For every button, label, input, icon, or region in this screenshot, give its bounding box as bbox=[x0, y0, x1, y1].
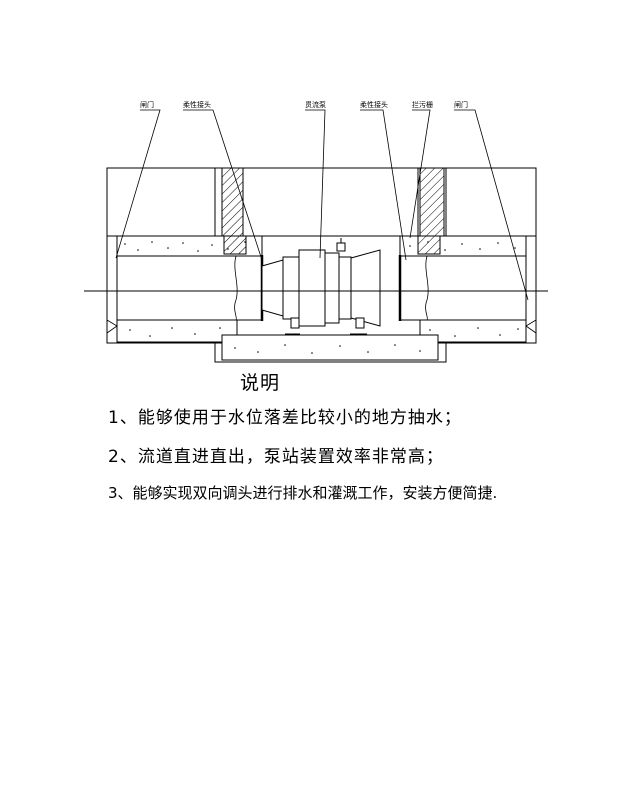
label-gate-left: 闸门 bbox=[140, 100, 154, 109]
concrete-fill bbox=[116, 235, 527, 361]
gate-diagonals bbox=[106, 256, 537, 334]
break-lines bbox=[234, 255, 429, 321]
label-flexible-joint-right: 柔性接头 bbox=[360, 100, 388, 109]
pump-station-section-diagram: 闸门 柔性接头 贯流泵 柔性接头 拦污栅 闸门 bbox=[84, 100, 548, 363]
label-pump-unit: 贯流泵 bbox=[305, 100, 326, 109]
note-item-3: 3、能够实现双向调头进行排水和灌溉工作，安装方便简捷. bbox=[108, 484, 498, 502]
flow-passages bbox=[116, 255, 527, 321]
leader-lines bbox=[115, 109, 529, 301]
label-gate-right: 闸门 bbox=[454, 100, 468, 109]
note-item-2: 2、流道直进直出，泵站装置效率非常高； bbox=[108, 447, 444, 467]
pump-unit bbox=[261, 238, 381, 335]
label-trash-rack: 拦污栅 bbox=[412, 100, 433, 109]
notes-title: 说明 bbox=[240, 372, 281, 394]
label-flexible-joint-left: 柔性接头 bbox=[183, 100, 211, 109]
note-item-1: 1、能够使用于水位落差比较小的地方抽水； bbox=[108, 408, 462, 428]
